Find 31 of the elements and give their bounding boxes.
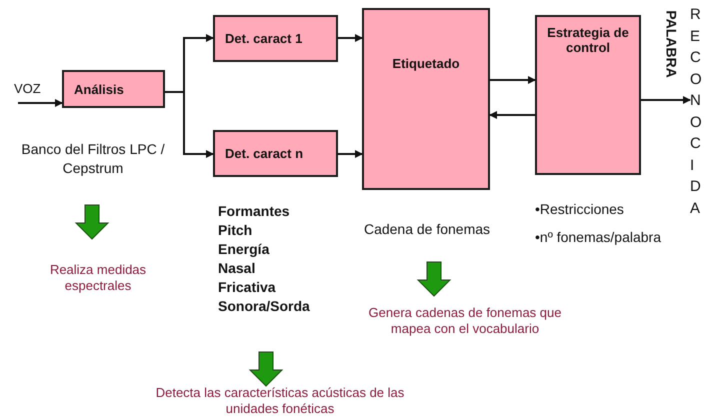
annotation-text: Energía: [218, 241, 270, 257]
box-label: Estrategia de control: [546, 25, 630, 55]
caption-text: Banco del Filtros LPC / Cepstrum: [20, 140, 166, 178]
arrow: [338, 34, 363, 42]
output-label: PALABRA: [664, 10, 679, 78]
caption-text: •nº fonemas/palabra: [535, 228, 662, 247]
process-box: [535, 15, 641, 175]
annotation-text: Formantes: [218, 203, 290, 219]
process-box: [213, 130, 338, 177]
box-label: Det. caract n: [225, 146, 304, 161]
arrow: [641, 96, 691, 104]
caption-text: Cadena de fonemas: [362, 220, 492, 239]
annotation-text: Detecta las características acústicas de las unidades fonéticas: [154, 385, 406, 417]
output-label: RECONOCIDA: [690, 5, 701, 218]
box-label: Etiquetado: [392, 56, 460, 70]
annotation-text: Realiza medidas espectrales: [48, 262, 148, 294]
annotation-text: Genera cadenas de fonemas que mapea con el vocabulario: [368, 305, 562, 337]
process-box: [62, 70, 165, 108]
arrow: [338, 150, 363, 158]
arrow: [18, 99, 63, 107]
arrow: [489, 111, 535, 119]
annotation-text: Nasal: [218, 260, 256, 276]
arrow: [490, 76, 536, 84]
annotation-text: Pitch: [218, 222, 252, 238]
process-box: [362, 8, 490, 190]
edge-label: VOZ: [14, 81, 41, 96]
box-label: Det. caract 1: [225, 31, 302, 46]
annotation-text: Sonora/Sorda: [218, 298, 310, 314]
box-label: Análisis: [74, 82, 124, 96]
process-box: [213, 15, 338, 62]
annotation-text: Fricativa: [218, 279, 276, 295]
